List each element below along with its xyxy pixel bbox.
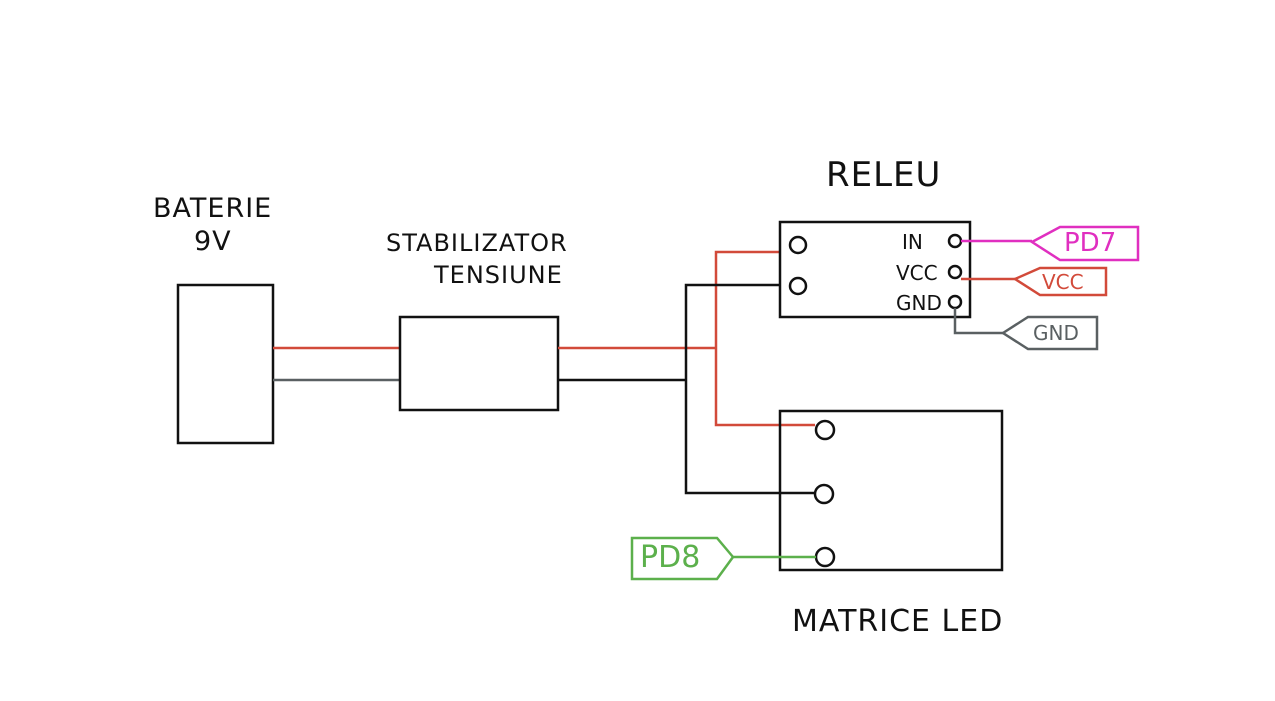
gnd-wire <box>953 308 1003 335</box>
battery-box <box>176 283 275 445</box>
relay-pin-in-label: IN <box>902 230 923 254</box>
relay-pin-in <box>947 233 963 249</box>
pd7-tag-label: PD7 <box>1064 228 1117 258</box>
relay-pin-gnd-label: GND <box>896 291 942 315</box>
matrix-pin-vcc <box>814 419 836 441</box>
relay-label: RELEU <box>826 155 942 195</box>
stabilizer-label-line1: STABILIZATOR <box>386 229 568 257</box>
matrix-pin-gnd <box>813 483 835 505</box>
matrix-pin-data <box>814 546 836 568</box>
matrix-power-wire <box>714 348 815 427</box>
pd8-tag-label: PD8 <box>640 540 701 575</box>
matrix-label: MATRICE LED <box>792 604 1004 639</box>
relay-terminal-2 <box>788 276 808 296</box>
matrix-box <box>778 409 1004 572</box>
gnd-tag <box>1000 315 1099 351</box>
pd8-tag <box>630 536 735 581</box>
vcc-tag-label: VCC <box>1042 270 1084 294</box>
battery-label-line1: BATERIE <box>153 193 273 224</box>
relay-ground-wire <box>684 283 780 380</box>
pd7-tag <box>1029 225 1140 262</box>
matrix-ground-wire <box>684 380 815 495</box>
relay-terminal-1 <box>788 235 808 255</box>
relay-pin-vcc <box>947 264 963 280</box>
relay-power-wire <box>714 250 780 348</box>
relay-pin-vcc-label: VCC <box>896 261 938 285</box>
gnd-tag-label: GND <box>1033 321 1079 345</box>
relay-box <box>778 220 972 319</box>
stabilizer-box <box>398 315 560 412</box>
relay-pin-gnd <box>947 294 963 310</box>
vcc-tag <box>1012 266 1108 297</box>
stabilizer-label-line2: TENSIUNE <box>434 261 563 289</box>
battery-label-line2: 9V <box>194 226 232 257</box>
